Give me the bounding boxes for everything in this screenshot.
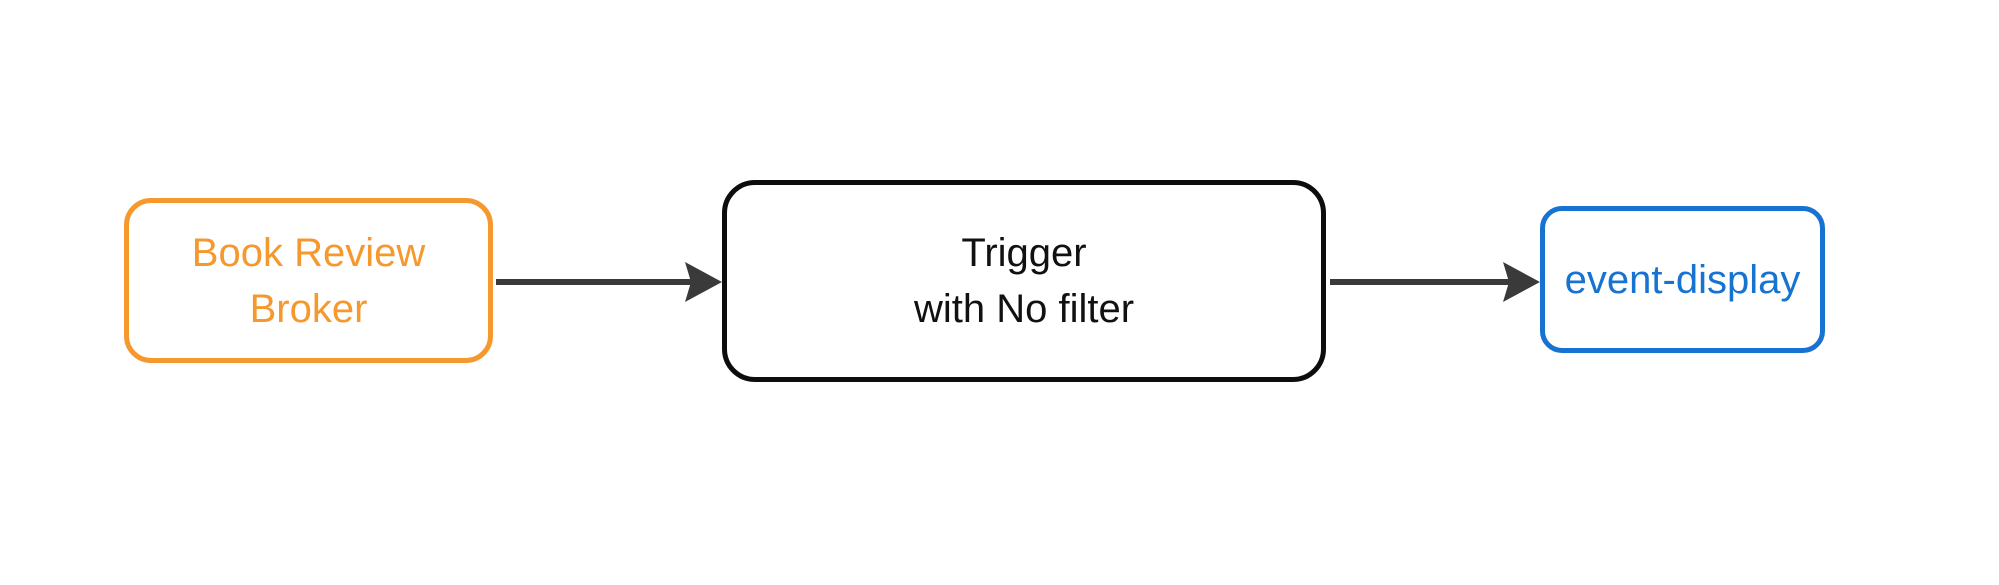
edge-trigger-to-event-display <box>1330 262 1540 302</box>
node-label: Book Review <box>191 230 426 275</box>
node-label: event-display <box>1564 257 1801 302</box>
node-label: Broker <box>249 286 368 331</box>
node-trigger-with-no-filter: Trigger with No filter <box>722 180 1326 382</box>
arrowhead-icon <box>1503 262 1540 302</box>
node-label: with No filter <box>913 287 1135 331</box>
node-label: Trigger <box>961 231 1087 275</box>
node-book-review-broker: Book Review Broker <box>124 198 493 363</box>
arrowhead-icon <box>685 262 722 302</box>
node-event-display: event-display <box>1540 206 1825 353</box>
edge-broker-to-trigger <box>496 262 722 302</box>
